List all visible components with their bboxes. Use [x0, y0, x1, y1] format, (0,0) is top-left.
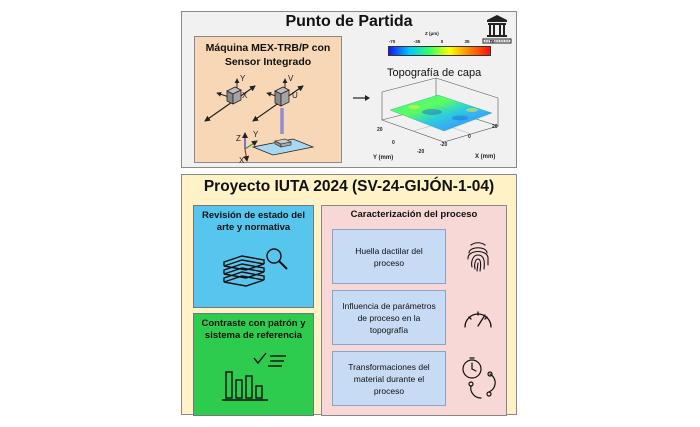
university-logo: [482, 15, 512, 44]
machine-diagram: Y X V U: [204, 74, 315, 164]
axis-label-x: X: [239, 156, 245, 164]
x-tick: 20: [492, 124, 498, 130]
colorbar-tick: 70: [489, 39, 495, 44]
process-fingerprint-box: Huella dactilar del proceso: [332, 229, 446, 284]
colorbar-tick: -35: [413, 39, 421, 44]
axis-label-y: Y: [253, 130, 259, 139]
project-panel: Proyecto IUTA 2024 (SV-24-GIJÓN-1-04) Re…: [181, 174, 517, 416]
y-axis-label: Y (mm): [373, 155, 394, 161]
colorbar-title: Z (μm): [425, 31, 439, 36]
topography-label: Topografía de capa: [387, 67, 482, 79]
state-of-art-line-1: Revisión de estado del: [202, 210, 305, 221]
axis-label-x1: X: [242, 91, 248, 100]
material-transformations-box: Transformaciones del material durante el…: [332, 351, 446, 406]
machine-title: Máquina MEX-TRB/P con Sensor Integrado: [195, 41, 341, 69]
flow-arrow-icon: [353, 95, 370, 101]
colorbar-tick: 35: [464, 39, 470, 44]
topography-3d-plot: [380, 77, 500, 143]
colorbar-ticks: -70 -35 0 35 70: [388, 39, 495, 45]
project-title: Proyecto IUTA 2024 (SV-24-GIJÓN-1-04): [203, 178, 495, 195]
machine-box: Máquina MEX-TRB/P con Sensor Integrado Y…: [194, 36, 342, 164]
state-of-art-line-2: arte y normativa: [216, 222, 291, 233]
books-search-icon: [223, 248, 288, 287]
sensor-head-left: [204, 78, 256, 122]
axis-label-z: Z: [236, 134, 241, 143]
parameters-influence-box: Influencia de parámetros de proceso en l…: [332, 290, 446, 345]
y-tick: 0: [392, 140, 395, 146]
state-of-art-box: Revisión de estado del arte y normativa: [193, 205, 314, 308]
material-transformations-label: Transformaciones del material durante el…: [348, 361, 430, 396]
reference-comparison-line-1: Contraste con patrón y: [201, 318, 306, 329]
sensor-head-right: [252, 78, 304, 134]
process-characterization-title: Caracterización del proceso: [350, 209, 478, 220]
machine-title-line-1: Máquina MEX-TRB/P con: [205, 42, 331, 54]
bar-chart-check-icon: [222, 352, 286, 401]
process-characterization-box: Caracterización del proceso Huella dacti…: [321, 205, 507, 416]
axis-label-y1: Y: [240, 74, 246, 83]
axis-label-u: U: [292, 91, 298, 100]
x-tick: 0: [468, 134, 471, 140]
reference-comparison-line-2: sistema de referencia: [204, 330, 303, 341]
gauge-icon: [464, 311, 492, 328]
timer-cycle-icon: [462, 357, 496, 399]
build-plate: [251, 138, 315, 156]
coordinate-axes-triad: [242, 132, 258, 162]
colorbar-tick: -70: [388, 39, 396, 44]
state-of-art-title: Revisión de estado del arte y normativa: [196, 210, 311, 234]
colorbar-tick: 0: [440, 39, 444, 44]
machine-title-line-2: Sensor Integrado: [224, 56, 312, 68]
x-axis-label: X (mm): [475, 154, 496, 160]
axis-label-v: V: [288, 74, 294, 83]
fingerprint-icon: [467, 242, 489, 272]
reference-comparison-title: Contraste con patrón y sistema de refere…: [196, 318, 311, 342]
x-tick: -20: [440, 142, 448, 148]
process-fingerprint-label: Huella dactilar del proceso: [355, 245, 423, 268]
reference-comparison-box: Contraste con patrón y sistema de refere…: [193, 313, 314, 416]
y-tick: 20: [377, 127, 383, 133]
parameters-influence-label: Influencia de parámetros de proceso en l…: [342, 300, 436, 335]
starting-point-title: Punto de Partida: [285, 13, 413, 30]
colorbar: [388, 46, 491, 56]
y-tick: -20: [417, 149, 425, 155]
starting-point-panel: Punto de Partida Máquina MEX-TRB/P con S…: [181, 11, 517, 168]
